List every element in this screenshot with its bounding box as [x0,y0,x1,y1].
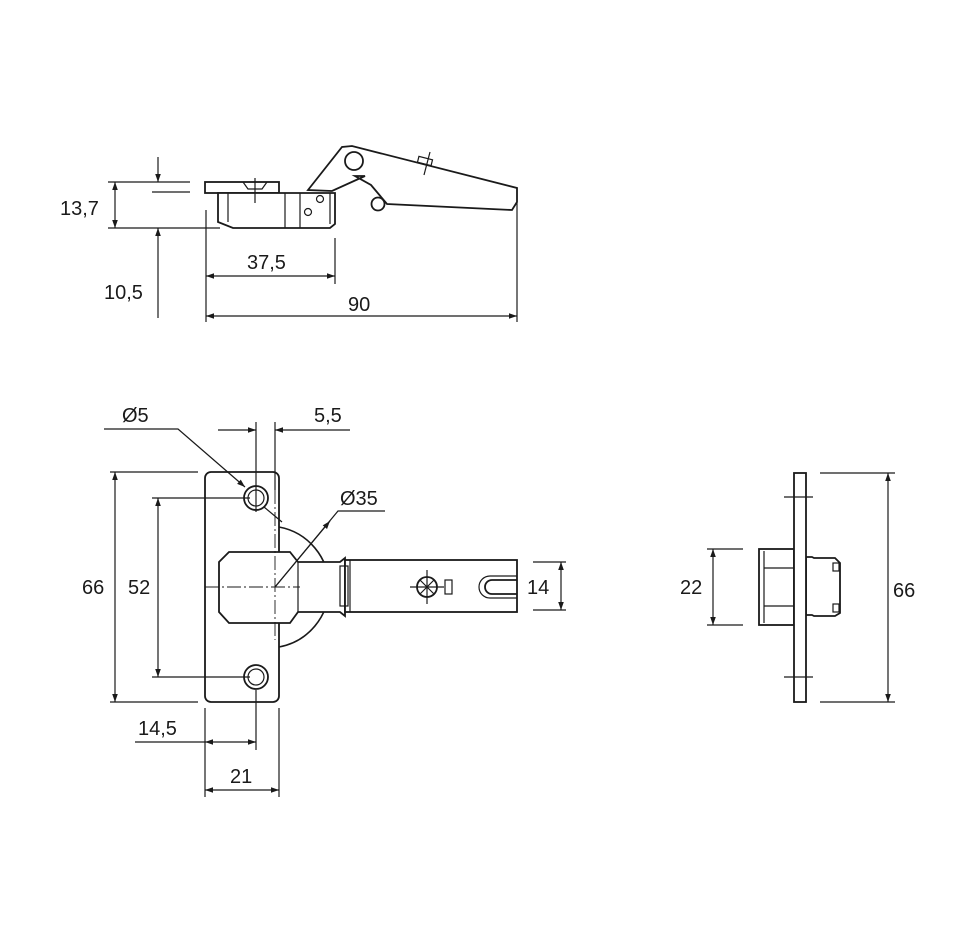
dim-cup-width-label: 22 [680,577,702,599]
front-view: 66 52 5,5 Ø5 Ø35 14 14,5 21 [82,405,566,797]
dim-height-label: 13,7 [60,198,99,220]
side-view: 13,7 10,5 37,5 90 [60,145,518,322]
dim-plate-width-label: 21 [230,766,252,788]
end-view: 22 66 [680,472,915,703]
hinge-end-shape [758,472,841,703]
dim-hole-offset-label: 5,5 [314,405,342,427]
dim-total-length-label: 90 [348,294,370,316]
hinge-side-shape [204,145,518,229]
dim-cup-length-label: 37,5 [247,252,286,274]
dim-end-plate-height-label: 66 [893,580,915,602]
dim-hole-diameter-label: Ø5 [122,405,149,427]
dim-cup-diameter-label: Ø35 [340,488,378,510]
dim-offset-label: 10,5 [104,282,143,304]
dim-arm-width-label: 14 [527,577,549,599]
dim-hole-spacing-label: 52 [128,577,150,599]
hinge-front-shape [204,471,518,703]
dim-hole-edge-label: 14,5 [138,718,177,740]
dim-plate-height-label: 66 [82,577,104,599]
